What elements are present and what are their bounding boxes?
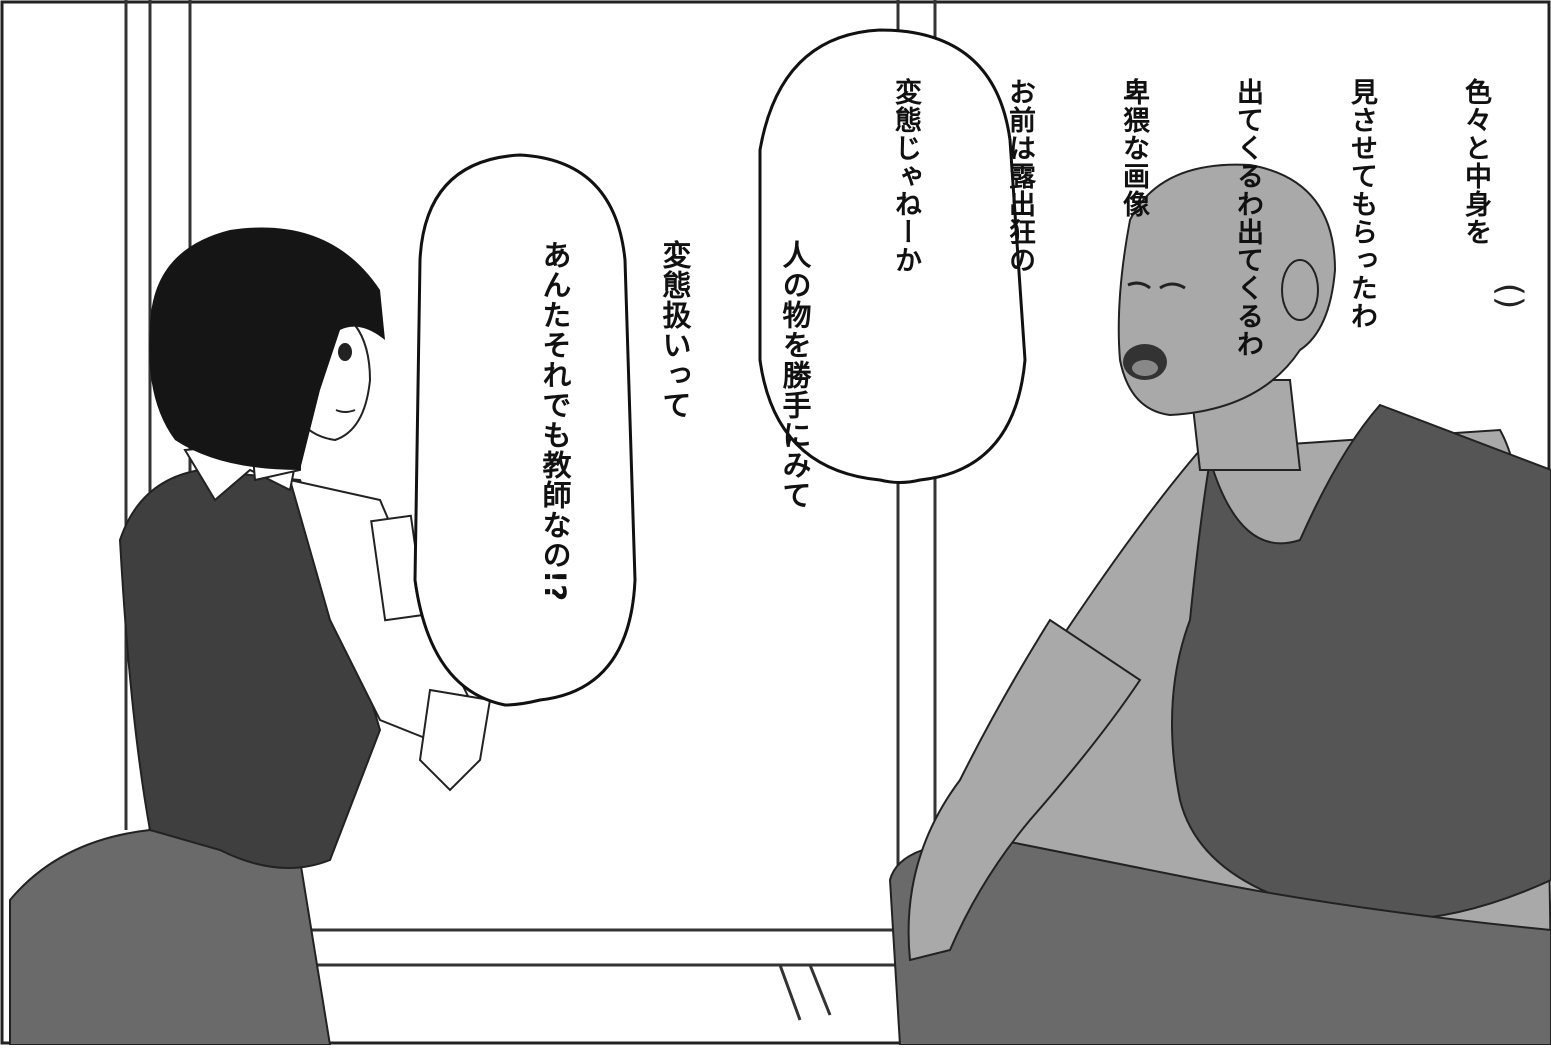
bubble-right-line: 変態じゃねーか [890, 78, 921, 274]
bubble-right-line: 出てくるわ出てくるわ [1232, 78, 1263, 358]
bubble-left-line: 変態扱いって [658, 240, 692, 420]
speech-bubble-left-text: 人の物を勝手にみて 変態扱いって あんたそれでも教師なの!? [455, 240, 895, 660]
bubble-right-line: お前は露出狂の [1004, 78, 1035, 274]
sound-effect-text: () [1489, 282, 1530, 310]
bubble-left-line: 人の物を勝手にみて [778, 240, 812, 510]
speech-bubble-left [413, 153, 637, 707]
girl-character [9, 227, 492, 1046]
speech-bubble-right-text: 色々と中身を 見させてもらったわ 出てくるわ出てくるわ 卑猥な画像 お前は露出狂… [810, 78, 1551, 408]
bubble-left-line: あんたそれでも教師なの!? [538, 240, 572, 603]
man-character [888, 163, 1551, 1046]
bubble-right-line: 卑猥な画像 [1118, 78, 1149, 218]
bubble-right-line: 色々と中身を [1460, 78, 1491, 246]
bubble-right-line: 見させてもらったわ [1346, 78, 1377, 330]
speech-bubble-right [758, 28, 1027, 484]
